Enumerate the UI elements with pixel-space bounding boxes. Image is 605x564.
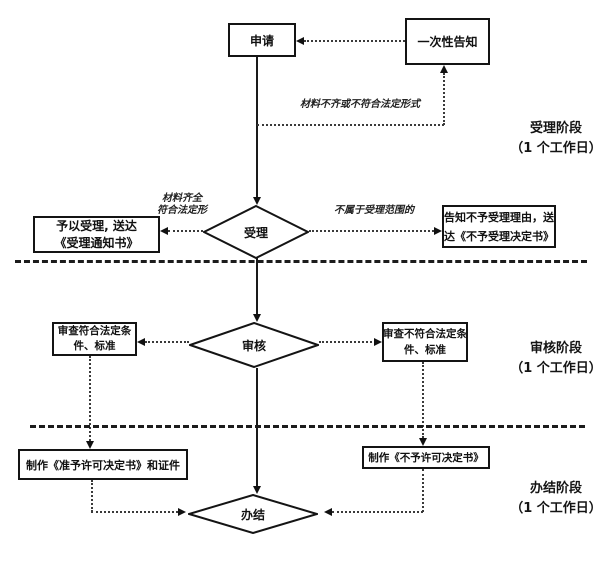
edge-grantdoc-to-finish-arrowhead [178, 508, 186, 516]
stage-accept-name: 受理阶段 [529, 121, 582, 136]
node-accept-deny: 告知不予受理理由，送 达《不予受理决定书》 [442, 205, 556, 248]
edge-grantdoc-to-finish-hline [91, 511, 178, 513]
edge-label-materials-incomplete: 材料不齐或不符合法定形式 [300, 99, 420, 110]
edge-accept-grant-arrowhead [160, 227, 168, 235]
edge-notice-to-apply-line [304, 40, 405, 42]
node-accept-deny-line1: 告知不予受理理由，送 [444, 210, 554, 224]
stage-label-accept: 受理阶段 （1 个工作日） [508, 119, 604, 159]
finish-diamond-shape [188, 494, 318, 534]
stage-separator-1 [15, 260, 587, 263]
edge-accept-to-review-arrowhead [253, 314, 261, 322]
edge-review-pass-arrowhead [137, 338, 145, 346]
edge-denydoc-to-finish-hline [332, 511, 423, 513]
edge-accept-to-review-line [256, 258, 258, 315]
node-one-time-notice: 一次性告知 [405, 18, 490, 65]
edge-apply-to-accept-line [256, 57, 258, 198]
node-review-pass-line2: 件、标准 [73, 340, 116, 352]
node-review-label: 审核 [241, 338, 266, 353]
edge-label-materials-complete-line2: 符合法定形 [157, 205, 207, 216]
edge-label-materials-complete-line1: 材料齐全 [162, 193, 202, 204]
edge-accept-deny-line [309, 230, 434, 232]
node-accept-label: 受理 [243, 225, 268, 240]
edge-label-materials-complete: 材料齐全 符合法定形 [142, 193, 222, 217]
edge-feedback-vertical-line [443, 73, 445, 125]
node-one-time-notice-label: 一次性告知 [417, 35, 478, 49]
edge-pass-to-grantdoc-line [89, 356, 91, 441]
stage-review-name: 审核阶段 [529, 341, 582, 356]
edge-notice-to-apply-arrowhead [296, 37, 304, 45]
edge-review-to-finish-arrowhead [253, 486, 261, 494]
edge-fail-to-denydoc-line [422, 362, 424, 438]
edge-review-pass-line [145, 341, 189, 343]
edge-apply-to-accept-arrowhead [253, 197, 261, 205]
edge-grantdoc-to-finish-vline [91, 480, 93, 512]
node-apply-label: 申请 [249, 33, 274, 48]
edge-review-to-finish-line [256, 368, 258, 487]
edge-review-fail-line [319, 341, 376, 343]
node-review-fail-line2: 件、标准 [404, 344, 446, 356]
node-accept-grant: 予以受理, 送达 《受理通知书》 [33, 216, 160, 253]
stage-review-duration: （1 个工作日） [510, 361, 602, 376]
stage-finish-name: 办结阶段 [529, 481, 582, 496]
node-accept-grant-line1: 予以受理, 送达 [56, 218, 137, 233]
edge-denydoc-to-finish-vline [422, 469, 424, 512]
review-diamond-shape [189, 322, 319, 368]
node-review-pass-line1: 审查符合法定条 [57, 325, 132, 337]
node-finish-label: 办结 [240, 507, 265, 522]
stage-accept-duration: （1 个工作日） [510, 141, 602, 156]
stage-finish-duration: （1 个工作日） [510, 501, 602, 516]
stage-separator-2 [30, 425, 585, 428]
edge-feedback-arrowhead [440, 65, 448, 73]
node-apply: 申请 [228, 23, 296, 57]
node-make-deny-doc-label: 制作《不予许可决定书》 [368, 452, 484, 464]
node-make-grant-doc-label: 制作《准予许可决定书》和证件 [26, 458, 180, 472]
edge-label-out-of-scope: 不属于受理范围的 [334, 205, 414, 216]
edge-review-fail-arrowhead [374, 338, 382, 346]
edge-pass-to-grantdoc-arrowhead [86, 441, 94, 449]
node-review-pass: 审查符合法定条 件、标准 [52, 322, 137, 356]
node-accept-grant-line2: 《受理通知书》 [54, 235, 139, 250]
edge-accept-grant-line [168, 230, 203, 232]
node-review: 审核 [189, 322, 319, 368]
edge-accept-deny-arrowhead [434, 227, 442, 235]
edge-feedback-horizontal-line [257, 124, 444, 126]
node-finish: 办结 [188, 494, 318, 534]
node-review-fail-line1: 审查不符合法定条 [383, 328, 467, 340]
node-make-grant-doc: 制作《准予许可决定书》和证件 [18, 449, 188, 480]
edge-denydoc-to-finish-arrowhead [324, 508, 332, 516]
node-make-deny-doc: 制作《不予许可决定书》 [362, 446, 490, 469]
stage-label-finish: 办结阶段 （1 个工作日） [508, 479, 604, 519]
node-accept-deny-line2: 达《不予受理决定书》 [444, 229, 554, 243]
stage-label-review: 审核阶段 （1 个工作日） [508, 339, 604, 379]
edge-fail-to-denydoc-arrowhead [419, 438, 427, 446]
node-review-fail: 审查不符合法定条 件、标准 [382, 322, 468, 362]
